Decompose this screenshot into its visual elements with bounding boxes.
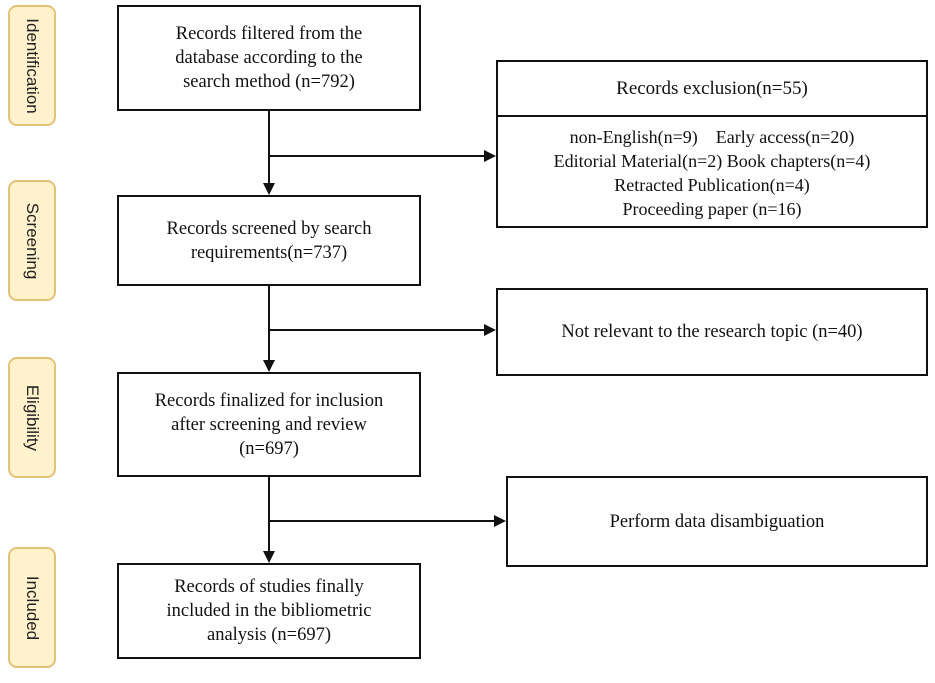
exclusion-line: Retracted Publication(n=4)	[614, 175, 810, 195]
exclusion-line: Proceeding paper (n=16)	[622, 199, 802, 219]
exclusion-title: Records exclusion(n=55)	[498, 62, 926, 117]
box-text: Records filtered from the database accor…	[175, 24, 363, 92]
box-records-exclusion: Records exclusion(n=55) non-English(n=9)…	[496, 60, 928, 228]
stage-eligibility: Eligibility	[8, 357, 56, 478]
box-records-screened: Records screened by search requirements(…	[117, 195, 421, 286]
stage-screening: Screening	[8, 180, 56, 301]
box-records-included: Records of studies finally included in t…	[117, 563, 421, 659]
stage-identification: Identification	[8, 5, 56, 126]
box-text: Not relevant to the research topic (n=40…	[561, 322, 863, 342]
box-records-finalized: Records finalized for inclusion after sc…	[117, 372, 421, 477]
stage-included: Included	[8, 547, 56, 668]
box-text: Records screened by search requirements(…	[166, 218, 372, 263]
box-records-filtered: Records filtered from the database accor…	[117, 5, 421, 111]
box-data-disambiguation: Perform data disambiguation	[506, 476, 928, 567]
box-not-relevant: Not relevant to the research topic (n=40…	[496, 288, 928, 376]
exclusion-line: Editorial Material(n=2) Book chapters(n=…	[553, 151, 871, 171]
box-text: Records finalized for inclusion after sc…	[154, 390, 384, 459]
box-text: Records of studies finally included in t…	[166, 577, 372, 645]
exclusion-line: non-English(n=9) Early access(n=20)	[569, 127, 855, 147]
box-text: Perform data disambiguation	[609, 511, 825, 532]
